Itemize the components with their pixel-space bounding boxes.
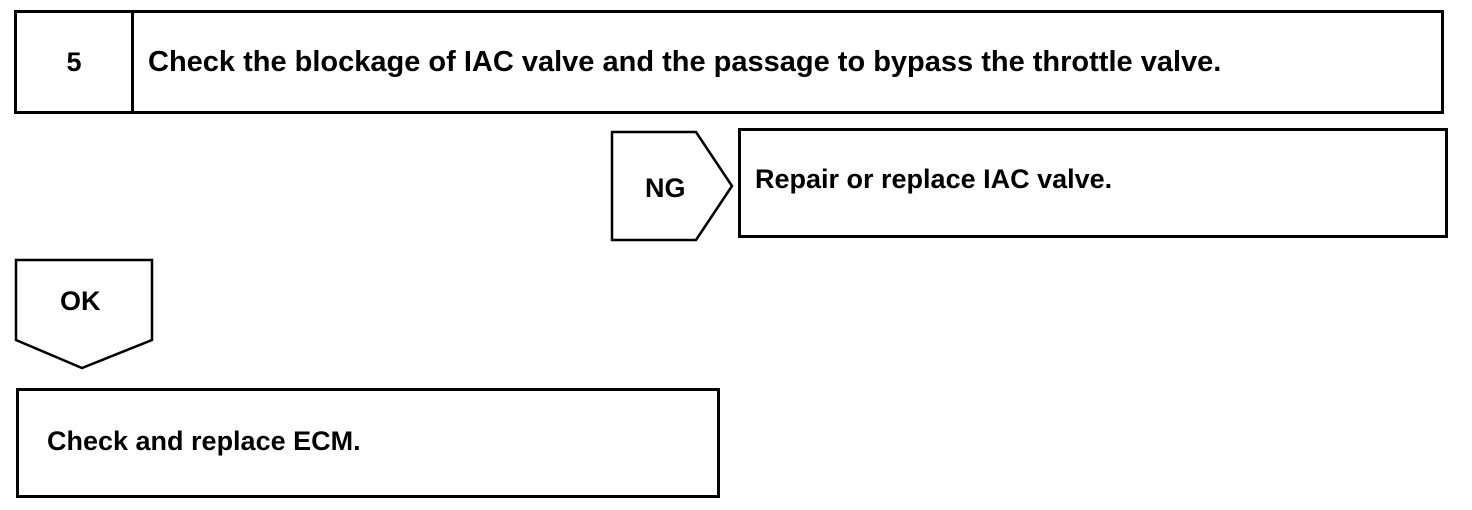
ng-arrow — [610, 130, 734, 242]
ng-action-text: Repair or replace IAC valve. — [755, 163, 1113, 194]
step-title: Check the blockage of IAC valve and the … — [148, 45, 1222, 78]
ok-label: OK — [60, 286, 101, 316]
step-number: 5 — [17, 13, 134, 111]
ng-label: NG — [645, 173, 686, 203]
ok-arrow — [14, 258, 154, 370]
ng-result-box: Repair or replace IAC valve. — [738, 128, 1448, 238]
ok-action-text: Check and replace ECM. — [47, 425, 361, 456]
ok-result-box: Check and replace ECM. — [16, 388, 720, 498]
step-box: 5 Check the blockage of IAC valve and th… — [14, 10, 1444, 114]
